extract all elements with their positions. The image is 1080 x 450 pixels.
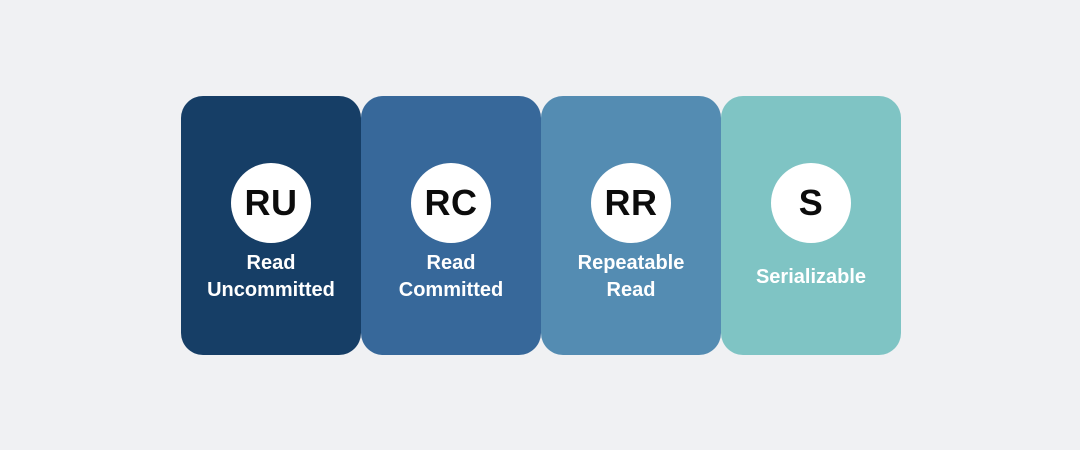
badge-circle: S [771, 163, 851, 243]
card-read-uncommitted: RU Read Uncommitted [181, 96, 361, 355]
card-repeatable-read: RR Repeatable Read [541, 96, 721, 355]
label-line-1: Serializable [755, 265, 867, 288]
card-label: Read Uncommitted [181, 249, 361, 305]
label-line-2: Read [606, 279, 656, 301]
label-line-1: Repeatable [577, 252, 685, 274]
card-label: Read Committed [361, 249, 541, 305]
badge-abbr: S [798, 182, 824, 223]
isolation-levels-diagram: RU Read Uncommitted RC Read Committed RR… [181, 96, 901, 355]
badge-circle: RR [591, 163, 671, 243]
card-read-committed: RC Read Committed [361, 96, 541, 355]
label-line-1: Read [426, 252, 476, 274]
card-label: Repeatable Read [541, 249, 721, 305]
label-line-2: Committed [398, 279, 504, 301]
label-line-1: Read [246, 252, 296, 274]
badge-abbr: RR [604, 182, 658, 223]
card-label: Serializable [721, 249, 901, 305]
badge-circle: RC [411, 163, 491, 243]
badge-abbr: RC [424, 182, 478, 223]
label-line-2: Uncommitted [207, 279, 335, 301]
badge-abbr: RU [244, 182, 298, 223]
card-serializable: S Serializable [721, 96, 901, 355]
badge-circle: RU [231, 163, 311, 243]
